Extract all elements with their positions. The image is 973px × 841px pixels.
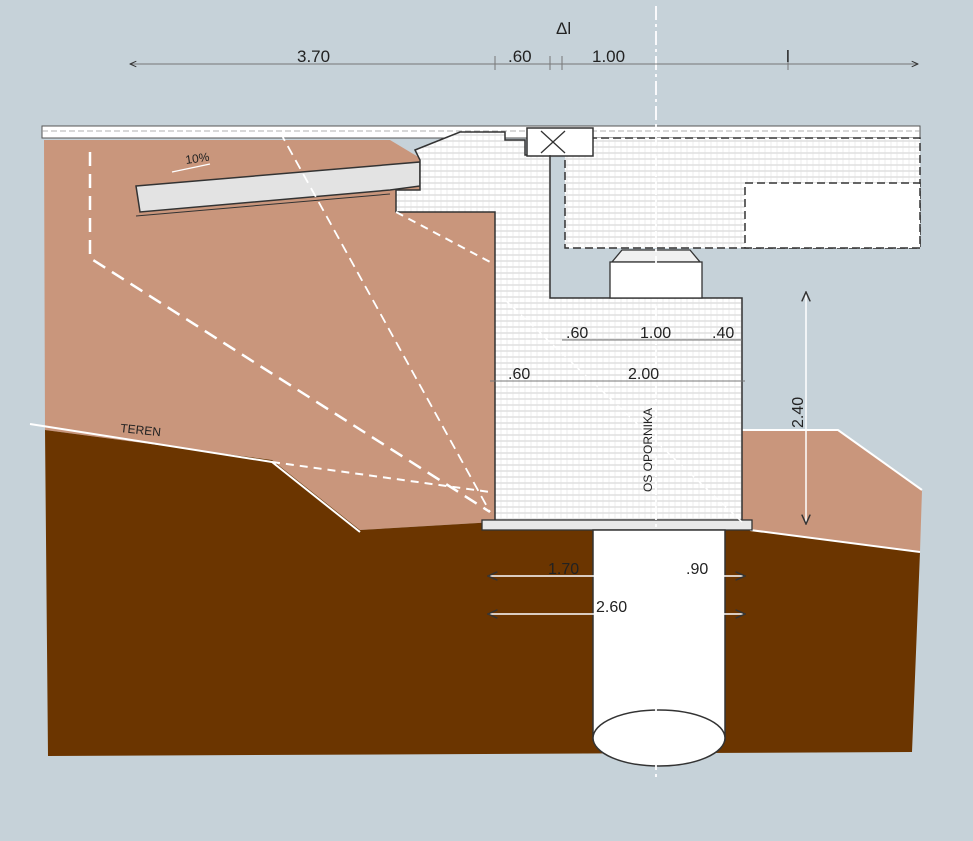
dim-span: l (786, 47, 790, 66)
approach-slab (135, 161, 421, 213)
dim-joint: Δl (556, 19, 571, 38)
terrain-label: TEREN (120, 421, 162, 439)
seat-dim-left: .60 (566, 325, 588, 342)
wing-wall-outline (88, 152, 491, 514)
backfill-soil (44, 140, 495, 530)
height-dim: 2.40 (790, 397, 807, 428)
pile-dim-total: 2.60 (596, 599, 627, 616)
axis-label: OS OPORNIKA (641, 408, 655, 492)
dim-cantilever: 3.70 (297, 47, 330, 66)
dim-bearing-offset: 1.00 (592, 47, 625, 66)
base-dim-right: 2.00 (628, 366, 659, 383)
footing-plate (481, 519, 753, 531)
seat-dim-middle: 1.00 (640, 325, 671, 342)
pile-dim-right: .90 (686, 561, 708, 578)
ground-line-front (749, 529, 921, 553)
expansion-joint (526, 127, 594, 157)
pile-dim-left: 1.70 (548, 561, 579, 578)
seat-dim-right: .40 (712, 325, 734, 342)
terrain-line-right (742, 429, 923, 491)
deck-box-void (744, 182, 921, 249)
dim-wall: .60 (508, 47, 532, 66)
base-dim-left: .60 (508, 366, 530, 383)
slope-label: 10% (184, 150, 210, 167)
front-embankment (742, 430, 922, 552)
pile-bottom (592, 709, 726, 767)
